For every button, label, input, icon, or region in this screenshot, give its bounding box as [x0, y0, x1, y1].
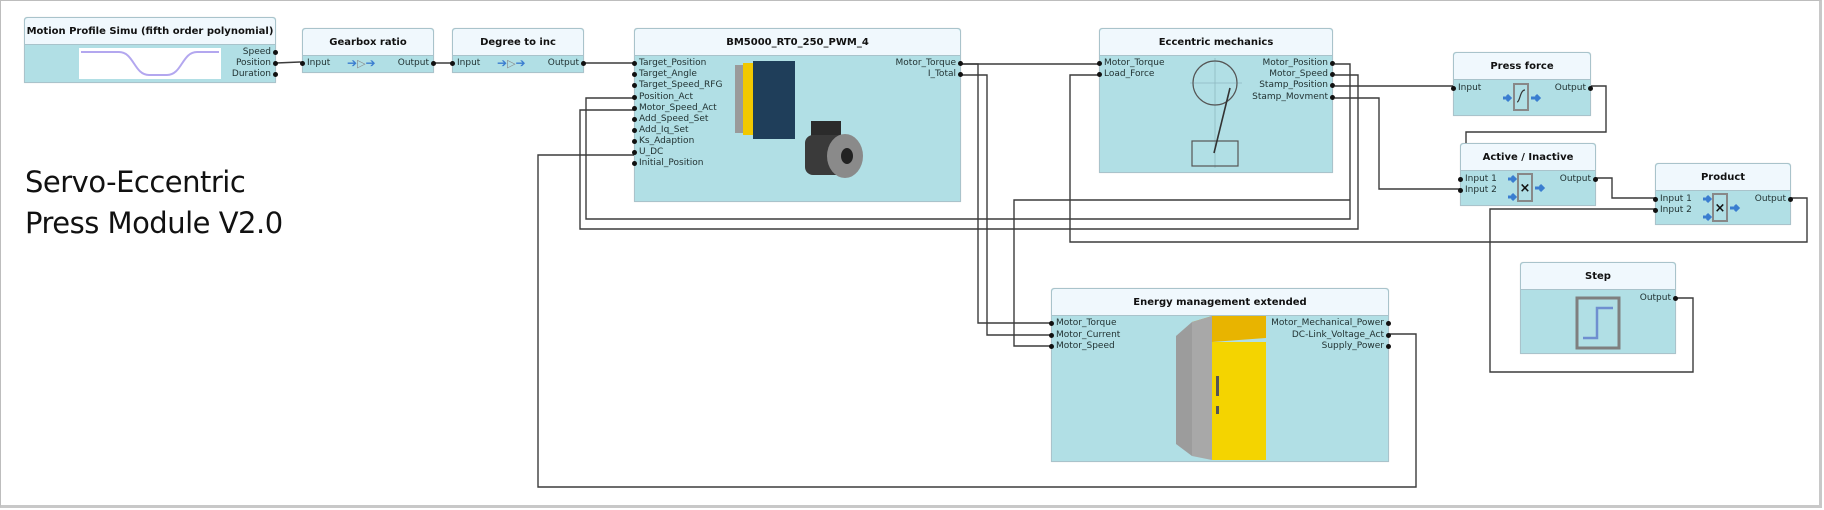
port-position[interactable]: Position — [235, 58, 279, 68]
port-u-dc[interactable]: U_DC — [631, 147, 664, 157]
block-title: Eccentric mechanics — [1100, 29, 1332, 56]
port-motor-mechanical-power[interactable]: Motor_Mechanical_Power — [1271, 318, 1391, 328]
port-output[interactable]: Output — [397, 58, 437, 68]
port-motor-speed[interactable]: Motor_Speed — [1049, 341, 1115, 351]
wire-step-to-product — [1489, 208, 1694, 373]
block-gearbox-ratio[interactable]: Gearbox ratio Input ➔▷➔ Output — [299, 28, 437, 73]
port-i-total[interactable]: I_Total — [927, 69, 964, 79]
wire-motor-speed-to-energy — [1013, 199, 1350, 347]
port-target-angle[interactable]: Target_Angle — [632, 69, 697, 79]
eccentric-crank-icon — [1190, 58, 1242, 168]
block-degree-to-inc[interactable]: Degree to inc Input ➔▷➔ Output — [449, 28, 587, 73]
port-motor-position[interactable]: Motor_Position — [1262, 58, 1335, 68]
block-title: Degree to inc — [453, 29, 583, 56]
port-supply-power[interactable]: Supply_Power — [1321, 341, 1392, 351]
wire-motor-position-to-position-act — [585, 63, 1351, 220]
step-function-icon — [1575, 296, 1621, 350]
block-press-force[interactable]: Press force Input Output — [1450, 52, 1594, 116]
block-title: Gearbox ratio — [303, 29, 433, 56]
power-supply-cabinet-image — [1176, 316, 1266, 460]
port-input[interactable]: Input — [449, 58, 481, 68]
port-motor-speed[interactable]: Motor_Speed — [1269, 69, 1335, 79]
port-ks-adaption[interactable]: Ks_Adaption — [631, 136, 695, 146]
block-step[interactable]: Step Output — [1520, 262, 1679, 354]
port-input-1[interactable]: Input 1 — [1458, 174, 1497, 184]
wire-torque-to-energy — [961, 63, 1053, 324]
block-bm5000[interactable]: BM5000_RT0_250_PWM_4 Target_Position Tar… — [631, 28, 964, 202]
block-title: Energy management extended — [1052, 289, 1388, 316]
port-stamp-movment[interactable]: Stamp_Movment — [1252, 92, 1335, 102]
port-motor-current[interactable]: Motor_Current — [1048, 330, 1121, 340]
multiply-icon: × — [1703, 193, 1741, 222]
diagram-title-line1: Servo-Eccentric — [25, 165, 246, 199]
svg-text:×: × — [1715, 201, 1726, 216]
svg-text:×: × — [1520, 181, 1531, 196]
port-motor-torque[interactable]: Motor_Torque — [1096, 58, 1165, 68]
block-title: Active / Inactive — [1461, 144, 1595, 171]
wire-position-to-gearbox — [275, 61, 304, 64]
block-title: Step — [1521, 263, 1675, 290]
port-output[interactable]: Output — [1754, 194, 1794, 204]
port-input-2[interactable]: Input 2 — [1653, 205, 1692, 215]
block-title: Product — [1656, 164, 1790, 191]
block-product[interactable]: Product Input 1 Input 2 Output × — [1653, 163, 1794, 225]
port-input-1[interactable]: Input 1 — [1653, 194, 1692, 204]
block-motion-profile[interactable]: Motion Profile Simu (fifth order polynom… — [24, 17, 279, 83]
port-duration[interactable]: Duration — [231, 69, 279, 79]
wire-stamp-movment-to-active — [1335, 97, 1461, 190]
diagram-title: Servo-Eccentric Press Module V2.0 — [25, 162, 283, 244]
wire-itotal-to-energy-current — [961, 74, 1053, 336]
block-energy-management[interactable]: Energy management extended Motor_Torque … — [1048, 288, 1392, 462]
port-output[interactable]: Output — [1559, 174, 1599, 184]
port-motor-torque[interactable]: Motor_Torque — [895, 58, 964, 68]
port-input-2[interactable]: Input 2 — [1458, 185, 1497, 195]
port-output[interactable]: Output — [1554, 83, 1594, 93]
block-active-inactive[interactable]: Active / Inactive Input 1 Input 2 Output… — [1458, 143, 1599, 206]
port-input[interactable]: Input — [299, 58, 331, 68]
port-input[interactable]: Input — [1450, 83, 1482, 93]
wire-product-to-load-force — [1069, 74, 1808, 243]
diagram-title-line2: Press Module V2.0 — [25, 206, 283, 240]
block-eccentric-mechanics[interactable]: Eccentric mechanics Motor_Torque Load_Fo… — [1096, 28, 1335, 173]
block-title: Press force — [1454, 53, 1590, 80]
port-stamp-position[interactable]: Stamp_Position — [1259, 80, 1335, 90]
port-motor-torque[interactable]: Motor_Torque — [1048, 318, 1117, 328]
port-add-iq-set[interactable]: Add_Iq_Set — [632, 125, 689, 135]
port-initial-position[interactable]: Initial_Position — [631, 158, 704, 168]
block-title: BM5000_RT0_250_PWM_4 — [635, 29, 960, 56]
port-add-speed-set[interactable]: Add_Speed_Set — [631, 114, 709, 124]
motion-profile-curve-icon — [79, 48, 221, 79]
port-dc-link-voltage-act[interactable]: DC-Link_Voltage_Act — [1291, 330, 1392, 340]
block-title: Motion Profile Simu (fifth order polynom… — [25, 18, 275, 45]
wire-dclink-to-udc — [537, 154, 1417, 488]
port-output[interactable]: Output — [547, 58, 587, 68]
gain-triangle-icon: ➔▷➔ — [497, 56, 526, 70]
wire-active-to-product — [1595, 177, 1658, 199]
port-output[interactable]: Output — [1639, 293, 1679, 303]
port-load-force[interactable]: Load_Force — [1096, 69, 1155, 79]
multiply-icon: × — [1508, 173, 1546, 202]
port-position-act[interactable]: Position_Act — [631, 92, 694, 102]
wire-motor-speed-to-speed-act — [579, 74, 1359, 230]
port-speed[interactable]: Speed — [242, 47, 279, 57]
port-target-speed-rfg[interactable]: Target_Speed_RFG — [631, 80, 723, 90]
port-motor-speed-act[interactable]: Motor_Speed_Act — [632, 103, 717, 113]
port-target-position[interactable]: Target_Position — [631, 58, 707, 68]
servo-drive-and-motor-image — [735, 61, 863, 178]
gain-triangle-icon: ➔▷➔ — [347, 56, 376, 70]
lookup-curve-icon — [1503, 83, 1542, 111]
